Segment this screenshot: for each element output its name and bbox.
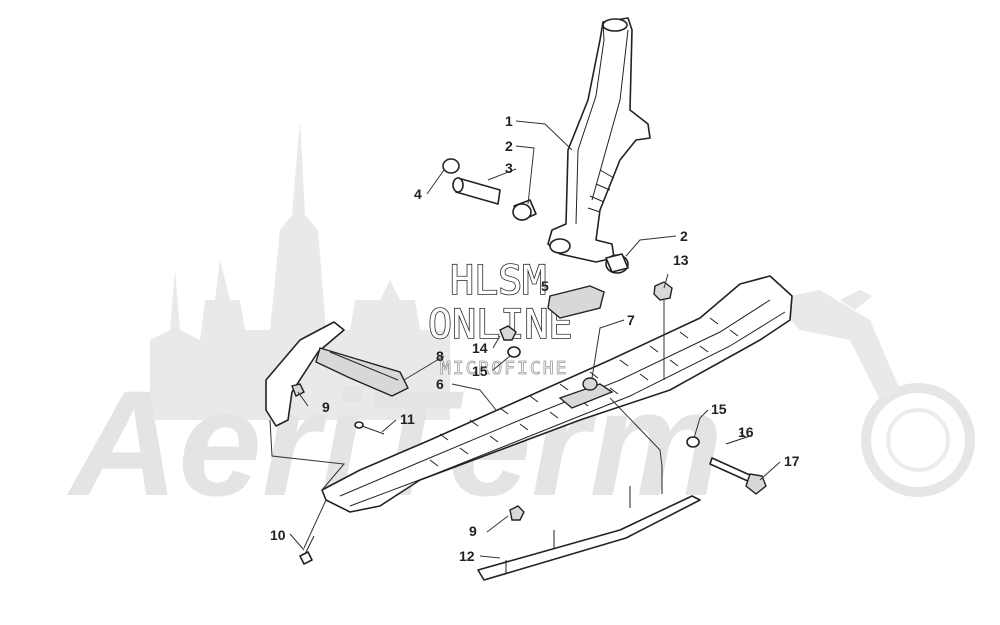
callout-5: 5 [541, 278, 549, 294]
ski-loop-handle [265, 321, 409, 427]
screw-10 [299, 535, 315, 565]
bolt-11 [354, 421, 385, 435]
nut-9-upper [291, 383, 305, 397]
callout-9b: 9 [469, 523, 477, 539]
callout-2: 2 [505, 138, 513, 154]
callout-9a: 9 [322, 399, 330, 415]
callout-3: 3 [505, 160, 513, 176]
callout-13: 13 [673, 252, 689, 268]
hlsm-line3: MICROFICHE [440, 358, 568, 379]
hlsm-watermark: HLSM ONLINE MICROFICHE [427, 257, 573, 379]
callout-6: 6 [436, 376, 444, 392]
callout-15b: 15 [711, 401, 727, 417]
bushing-upper [512, 199, 537, 221]
nut-13 [653, 281, 673, 301]
nut-14 [499, 325, 517, 341]
callout-1: 1 [505, 113, 513, 129]
callout-17: 17 [784, 453, 800, 469]
nut-9-lower [509, 505, 525, 521]
callout-labels: 1 2 3 4 2 13 5 7 14 8 15 6 9 11 15 16 17… [270, 113, 800, 564]
spacer-tube [452, 177, 501, 205]
callout-10: 10 [270, 527, 286, 543]
callout-14: 14 [472, 340, 488, 356]
ski-body [321, 275, 793, 513]
motorcycle-watermark [770, 290, 975, 497]
washer-15-right [686, 436, 700, 448]
cap-part [442, 158, 460, 174]
spindle-part [547, 17, 651, 263]
bushing-lower [605, 253, 629, 274]
callout-11: 11 [400, 411, 415, 427]
callout-16: 16 [738, 424, 754, 440]
callout-15a: 15 [472, 363, 488, 379]
callout-4: 4 [414, 186, 422, 202]
ski-saddle-pad [547, 285, 605, 319]
callout-2b: 2 [680, 228, 688, 244]
fitting-7 [582, 377, 598, 391]
callout-8: 8 [436, 348, 444, 364]
leader-lines [269, 120, 781, 559]
washer-15-center [507, 346, 521, 358]
callout-12: 12 [459, 548, 475, 564]
callout-7: 7 [627, 312, 635, 328]
hlsm-line1: HLSM [450, 258, 546, 304]
wear-bar-runner [477, 466, 701, 581]
